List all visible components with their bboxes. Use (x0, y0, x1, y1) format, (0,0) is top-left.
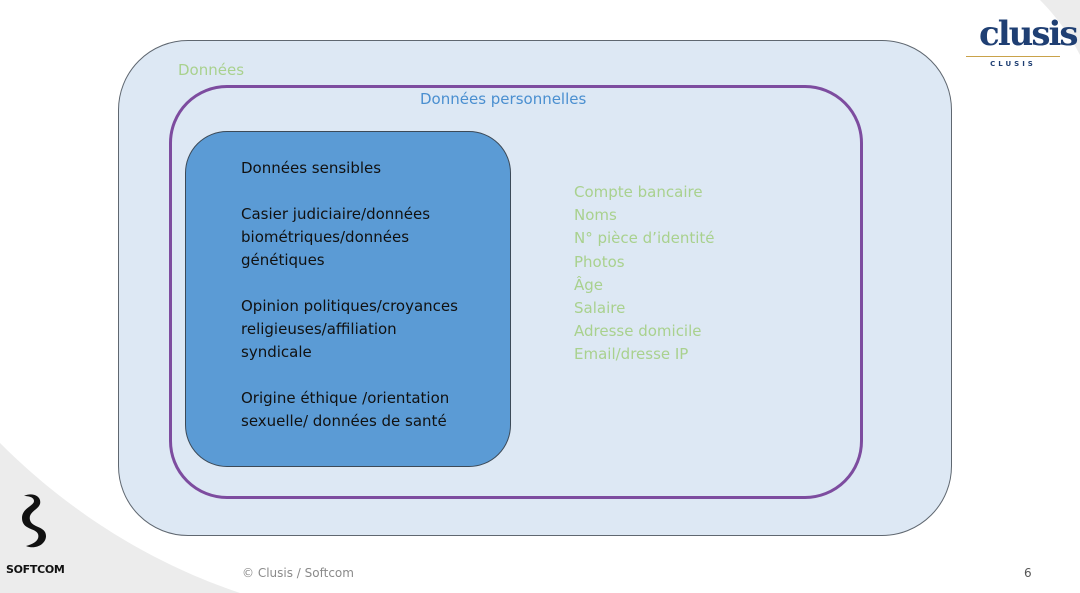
clusis-logo-rule (966, 56, 1060, 57)
list-item: Noms (574, 206, 617, 225)
clusis-logo-mark: clusis (979, 14, 1079, 54)
page-number: 6 (1024, 566, 1032, 580)
list-item: Adresse domicile (574, 322, 702, 341)
decorative-swoosh-top (1040, 0, 1080, 55)
sensitive-paragraph-judicial: Casier judiciaire/données biométriques/d… (241, 205, 431, 269)
sensitive-title: Données sensibles (241, 159, 382, 177)
footer-copyright: © Clusis / Softcom (242, 566, 354, 580)
sensitive-paragraph-origin: Origine éthique /orientation sexuelle/ d… (241, 389, 450, 430)
personal-data-list: Compte bancaire Noms N° pièce d’identité… (574, 181, 715, 367)
list-item: N° pièce d’identité (574, 229, 715, 248)
list-item: Photos (574, 252, 625, 271)
list-item: Salaire (574, 299, 626, 318)
list-item: Email/dresse IP (574, 345, 689, 364)
list-item: Âge (574, 275, 604, 294)
donnees-label: Données (178, 61, 245, 79)
list-item: Compte bancaire (574, 183, 703, 201)
clusis-logo-subtitle: CLUSIS (990, 60, 1036, 68)
donnees-sensibles-text: Données sensibles Casier judiciaire/donn… (241, 157, 501, 433)
sensitive-paragraph-opinion: Opinion politiques/croyances religieuses… (241, 297, 458, 361)
softcom-logo-icon (22, 494, 46, 548)
donnees-personnelles-container (169, 85, 863, 499)
donnees-sensibles-container (185, 131, 511, 467)
clusis-logo: clusis CLUSIS (966, 14, 1079, 72)
decorative-swoosh-bottom (0, 443, 240, 593)
softcom-logo-text: SOFTCOM (6, 563, 65, 576)
donnees-personnelles-label: Données personnelles (420, 90, 587, 108)
